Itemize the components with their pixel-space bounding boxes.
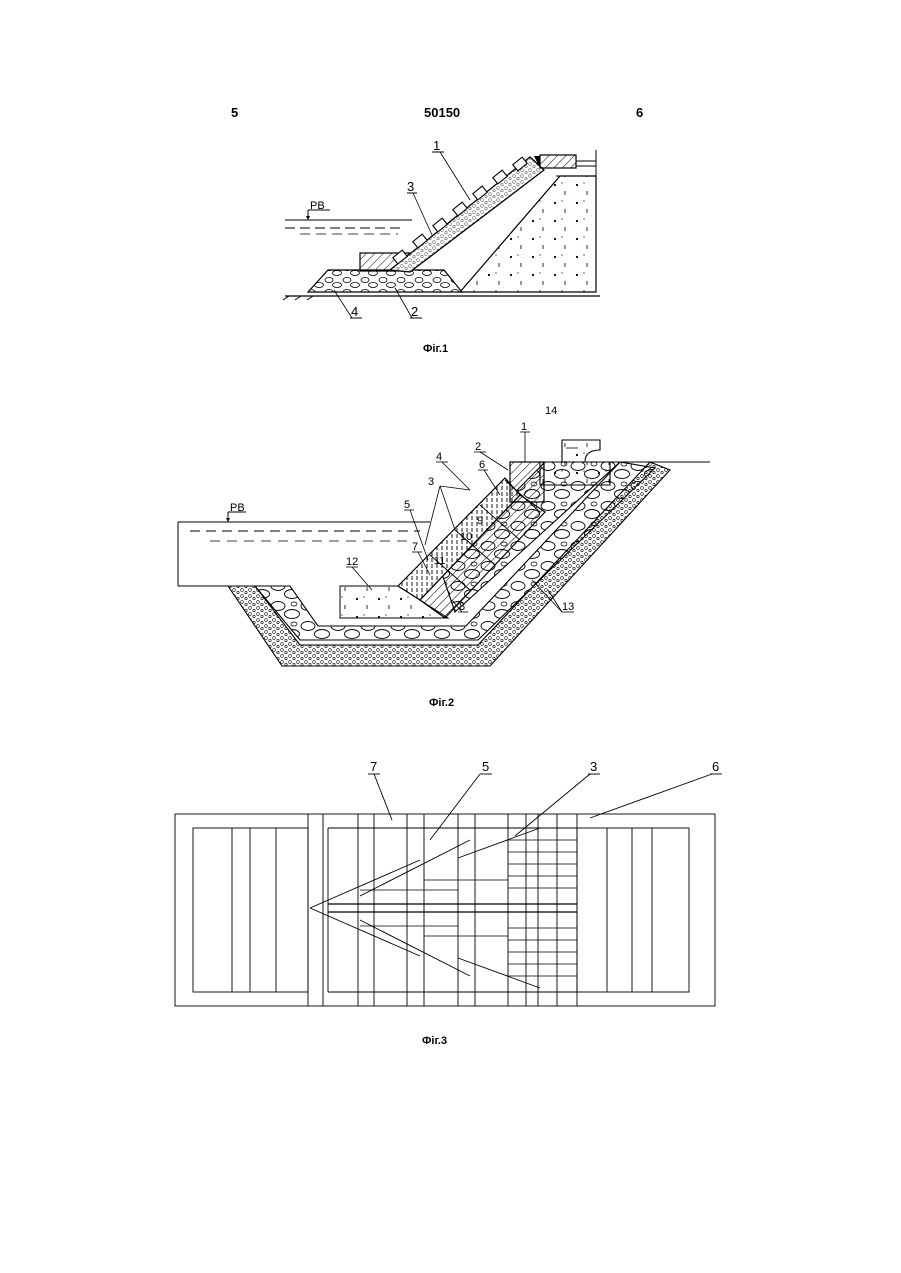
fig2-callout-10: 10: [460, 531, 472, 543]
fig2-callout-11: 11: [434, 555, 445, 567]
figure-3: [175, 774, 722, 1006]
fig3-caption: Фіг.3: [422, 1035, 447, 1047]
fig2-callout-12: 12: [346, 556, 358, 568]
fig2-callout-4: 4: [436, 451, 442, 463]
fig2-callout-7: 7: [412, 541, 418, 553]
fig2-callout-14: 14: [545, 405, 557, 417]
fig2-caption: Фіг.2: [429, 697, 454, 709]
fig3-callout-7: 7: [370, 759, 377, 774]
fig3-callout-3: 3: [590, 759, 597, 774]
fig2-callout-1: 1: [521, 421, 527, 433]
fig3-callout-6: 6: [712, 759, 719, 774]
fig3-callout-5: 5: [482, 759, 489, 774]
fig3-labels: 7 5 3 6: [370, 759, 719, 774]
fig2-callout-2: 2: [475, 441, 481, 453]
fig1-callout-1: 1: [433, 138, 440, 153]
fig2-callout-9: 9: [477, 515, 483, 527]
fig2-callout-13: 13: [562, 601, 574, 613]
figure-1: [283, 150, 600, 318]
fig1-water-level-label: РВ: [310, 200, 325, 212]
fig2-callout-5: 5: [404, 499, 410, 511]
fig1-caption: Фіг.1: [423, 343, 448, 355]
fig1-callout-3: 3: [407, 179, 414, 194]
fig2-callout-6: 6: [479, 459, 485, 471]
fig2-callout-3: 3: [428, 476, 434, 488]
fig1-callout-2: 2: [411, 304, 418, 319]
fig2-water-level-label: РВ: [230, 502, 245, 514]
fig1-callout-4: 4: [351, 304, 358, 319]
fig2-callout-8: 8: [459, 601, 465, 613]
figure-2: [178, 432, 710, 666]
